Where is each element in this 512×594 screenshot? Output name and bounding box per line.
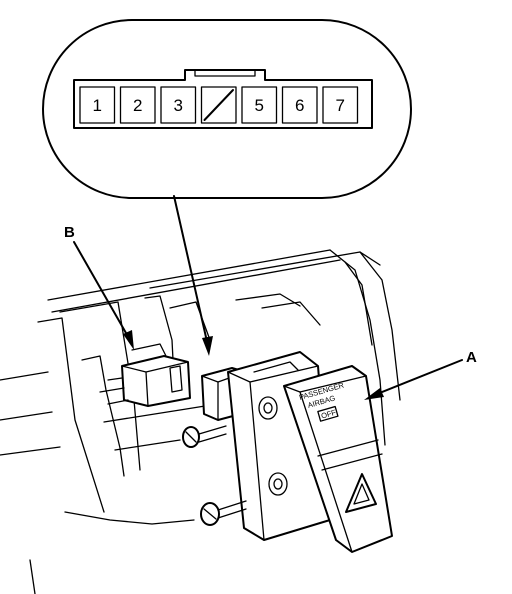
connector-bubble-outline bbox=[42, 19, 412, 199]
connector-key-tab bbox=[194, 69, 256, 77]
callout-a: A bbox=[364, 349, 477, 400]
pin-label-3: 3 bbox=[174, 96, 183, 115]
pin-cell-3 bbox=[160, 86, 197, 124]
pin-empty-slash-4 bbox=[203, 89, 234, 121]
screw-upper bbox=[182, 425, 227, 448]
passenger-airbag-switch-a bbox=[201, 351, 393, 553]
callout-b: B bbox=[64, 224, 134, 350]
connector-detail-bubble: 1 2 3 5 6 7 bbox=[42, 19, 412, 199]
pin-label-5: 5 bbox=[255, 96, 264, 115]
connector-pin-row: 1 2 3 5 6 7 bbox=[79, 86, 359, 124]
pin-cell-7 bbox=[322, 86, 359, 124]
pin-label-6: 6 bbox=[295, 96, 304, 115]
hazard-triangle-icon bbox=[345, 473, 377, 513]
pin-cell-1 bbox=[79, 86, 116, 124]
harness-connector-b bbox=[99, 343, 191, 407]
callout-a-label: A bbox=[466, 349, 477, 366]
pin-cell-4 bbox=[200, 86, 237, 124]
pin-label-1: 1 bbox=[93, 96, 102, 115]
pin-label-2: 2 bbox=[133, 96, 142, 115]
pin-cell-2 bbox=[119, 86, 156, 124]
pin-cell-5 bbox=[241, 86, 278, 124]
screw-lower bbox=[200, 500, 247, 526]
dashboard-panel bbox=[0, 249, 401, 594]
pin-label-7: 7 bbox=[336, 96, 345, 115]
switch-label-line3: OFF bbox=[320, 408, 337, 421]
callout-b-label: B bbox=[64, 224, 75, 241]
pin-cell-6 bbox=[281, 86, 318, 124]
connector-housing bbox=[73, 69, 373, 129]
